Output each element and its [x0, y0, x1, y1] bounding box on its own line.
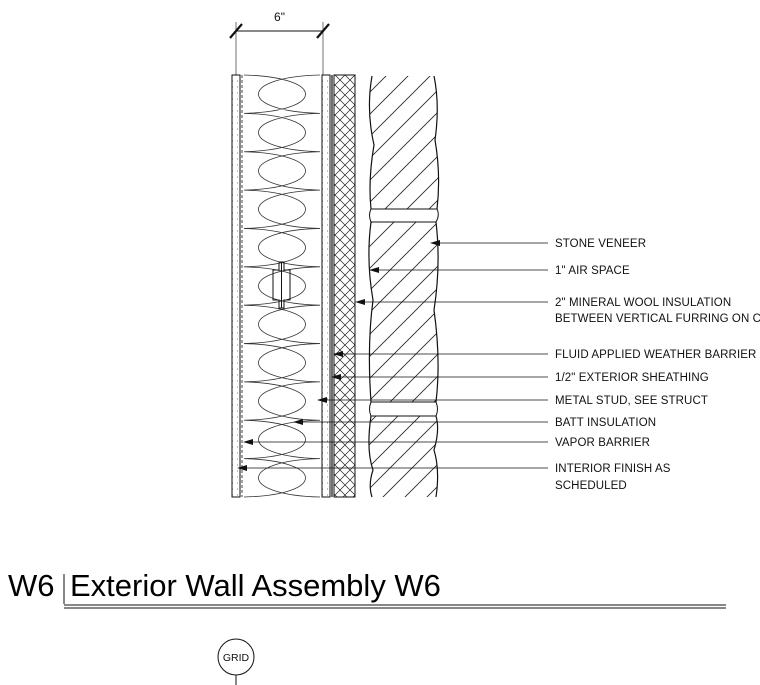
leader-batt-insulation — [293, 419, 548, 425]
mineral-wool-layer — [333, 74, 356, 498]
dimension-string: 6" — [229, 10, 330, 75]
callout-air-space: 1" AIR SPACE — [555, 265, 630, 277]
leader-vapor-barrier — [243, 439, 548, 445]
exterior-sheathing-layer — [321, 74, 331, 498]
detail-tag: W6 — [8, 568, 55, 603]
batt-insulation-loops — [243, 74, 321, 498]
callout-metal-stud: METAL STUD, SEE STRUCT — [555, 395, 708, 407]
callout-stone-veneer: STONE VENEER — [555, 238, 646, 250]
interior-finish-layer — [231, 74, 241, 498]
callout-interior-finish-line1: INTERIOR FINISH AS — [555, 463, 671, 475]
dimension-label: 6" — [274, 10, 285, 24]
callout-exterior-sheathing: 1/2" EXTERIOR SHEATHING — [555, 372, 709, 384]
leader-interior-finish — [237, 465, 548, 471]
callout-mineral-wool-line1: 2" MINERAL WOOL INSULATION — [555, 297, 731, 309]
metal-stud-symbol — [272, 261, 291, 309]
leader-stone-veneer — [430, 240, 548, 246]
callout-interior-finish-line2: SCHEDULED — [555, 480, 627, 492]
grid-bubble: GRID — [217, 638, 255, 685]
stone-veneer — [368, 75, 440, 498]
leader-air-space — [369, 267, 548, 273]
callout-weather-barrier: FLUID APPLIED WEATHER BARRIER — [555, 349, 756, 361]
callout-mineral-wool-line2: BETWEEN VERTICAL FURRING ON CLIPS — [555, 313, 760, 325]
leader-mineral-wool — [355, 299, 548, 305]
grid-bubble-label: GRID — [223, 652, 250, 664]
leader-weather-barrier — [333, 351, 548, 357]
batt-insulation — [243, 74, 321, 498]
leader-metal-stud — [317, 397, 548, 403]
callout-vapor-barrier: VAPOR BARRIER — [555, 437, 650, 449]
leader-exterior-sheathing — [331, 374, 548, 380]
callout-labels: STONE VENEER 1" AIR SPACE 2" MINERAL WOO… — [555, 238, 760, 492]
detail-title: Exterior Wall Assembly W6 — [70, 568, 441, 603]
callout-leaders — [237, 240, 548, 471]
callout-batt-insulation: BATT INSULATION — [555, 417, 656, 429]
detail-title-block: W6 Exterior Wall Assembly W6 — [8, 568, 726, 609]
